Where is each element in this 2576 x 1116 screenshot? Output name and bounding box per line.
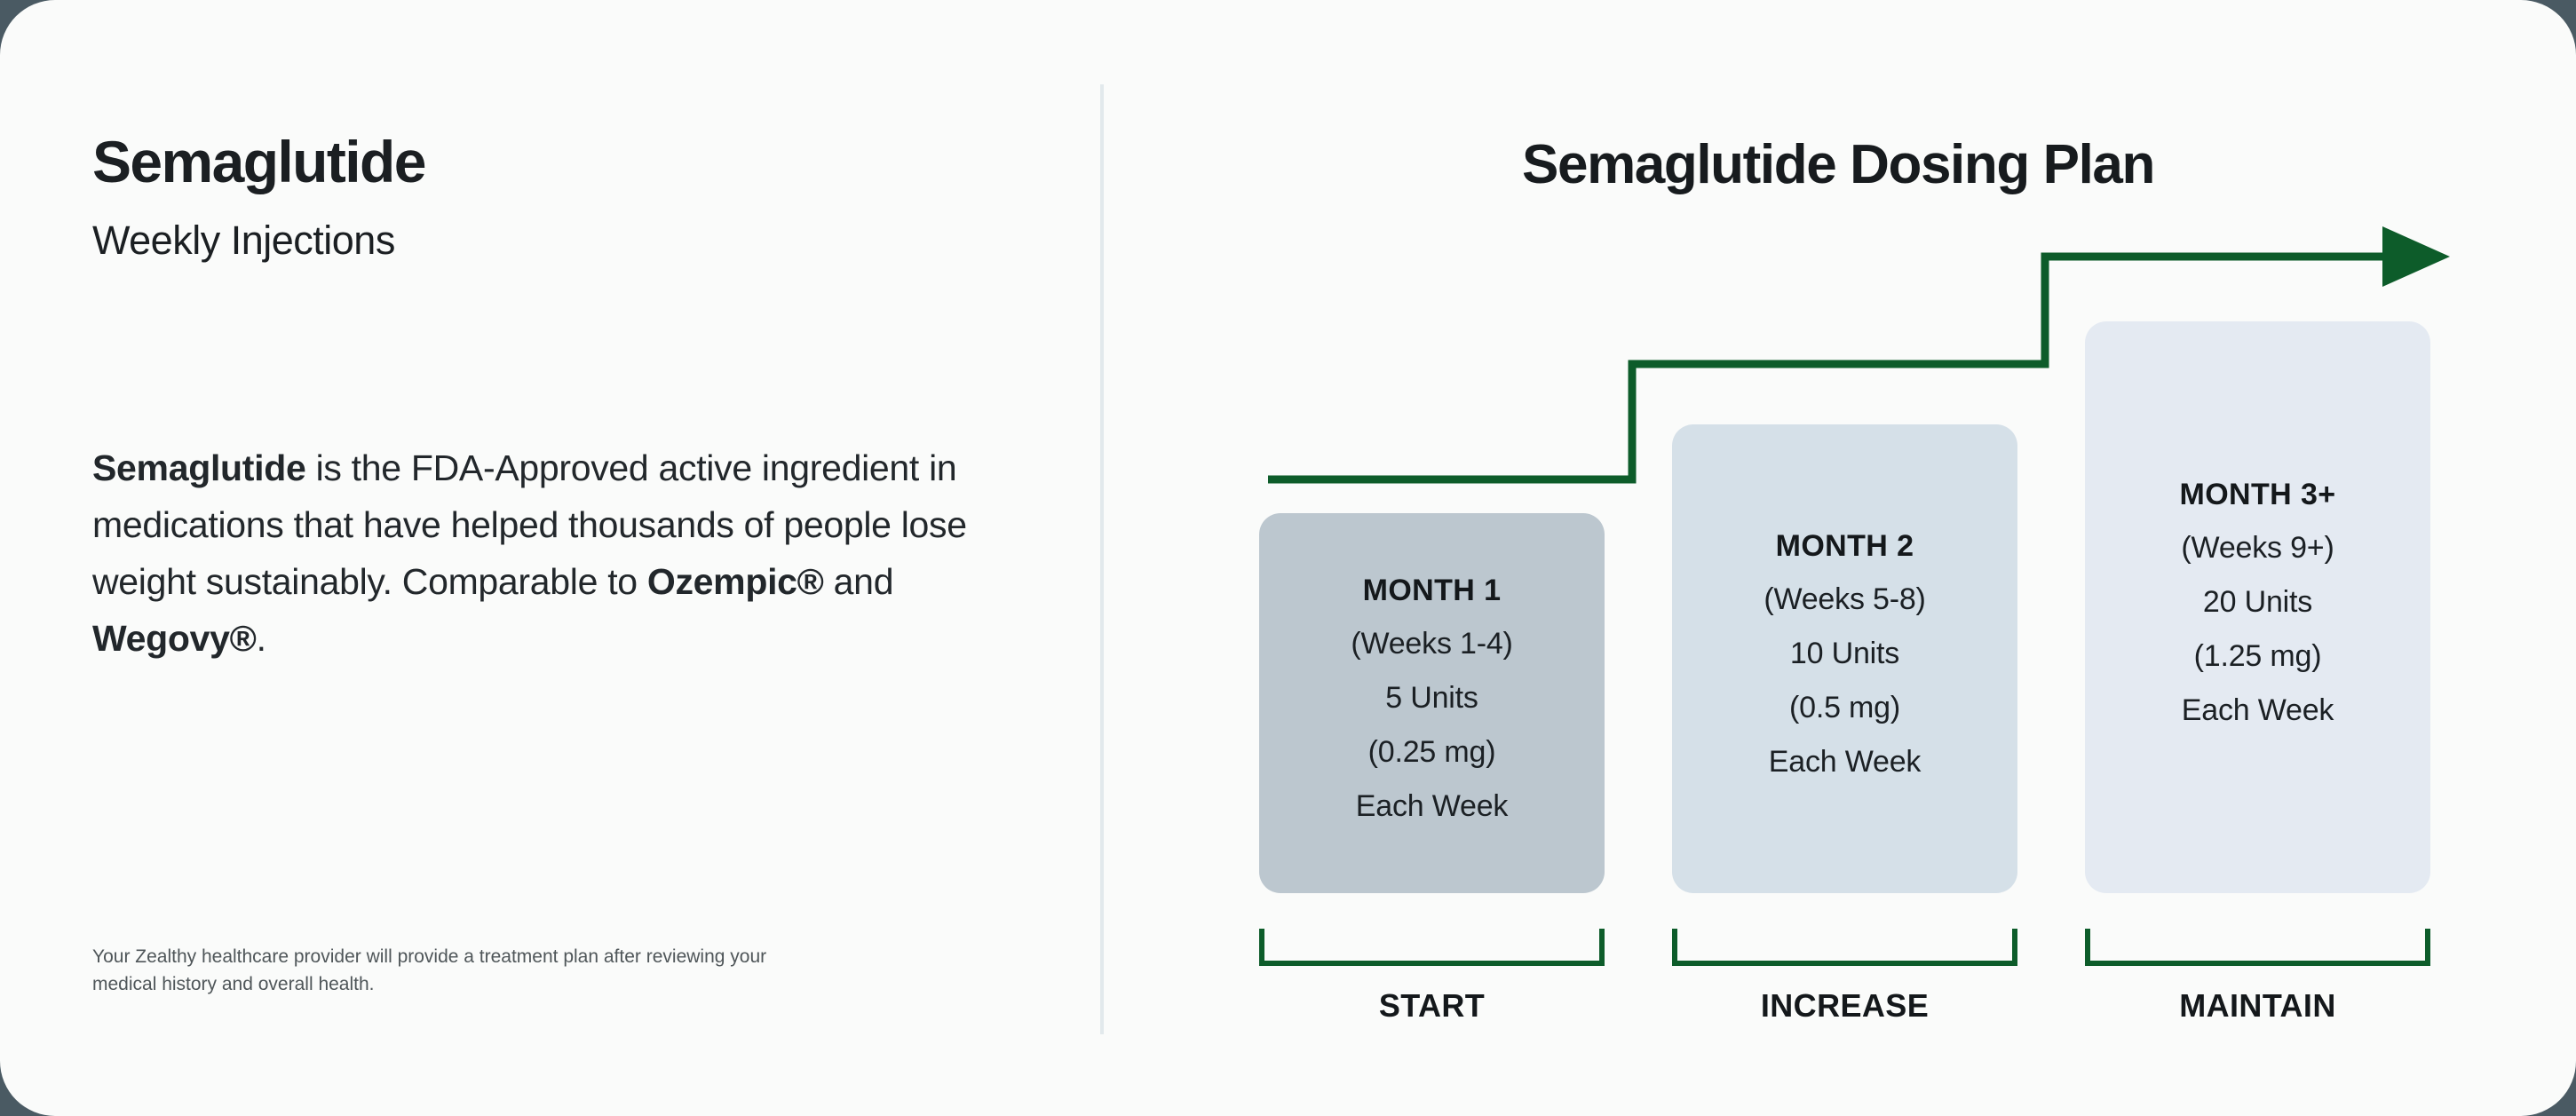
dose-card-mg: (0.25 mg)	[1367, 734, 1496, 769]
body-copy: Semaglutide is the FDA-Approved active i…	[92, 439, 989, 667]
panel-divider	[1100, 84, 1104, 1034]
footnote-disclaimer: Your Zealthy healthcare provider will pr…	[92, 946, 767, 994]
dose-card-units: 20 Units	[2202, 584, 2313, 619]
chart-title: Semaglutide Dosing Plan	[1522, 134, 2155, 195]
dose-card-frequency: Each Week	[1768, 744, 1922, 779]
phase-bracket-maintain	[2085, 929, 2430, 966]
dose-card-frequency: Each Week	[1355, 788, 1509, 823]
right-panel: Semaglutide Dosing Plan MONTH 1 (Weeks 1…	[1100, 0, 2576, 1116]
dose-card-units: 10 Units	[1789, 636, 1900, 670]
brand-subtitle: Weekly Injections	[92, 218, 395, 263]
phase-label-increase: INCREASE	[1760, 987, 1930, 1024]
brand-ozempic: Ozempic®	[646, 561, 824, 602]
dose-card-weeks: (Weeks 9+)	[2181, 530, 2334, 565]
dose-card-weeks: (Weeks 1-4)	[1351, 626, 1513, 661]
brand-wegovy: Wegovy®	[92, 618, 257, 659]
dose-card-month-3-plus[interactable]: MONTH 3+ (Weeks 9+) 20 Units (1.25 mg) E…	[2085, 321, 2430, 893]
dose-card-title: MONTH 3+	[2179, 477, 2336, 511]
body-text-3: .	[256, 618, 266, 659]
body-lead-bold: Semaglutide	[92, 447, 306, 488]
dose-card-units: 5 Units	[1385, 680, 1478, 715]
brand-title: Semaglutide	[92, 129, 426, 194]
phase-label-maintain: MAINTAIN	[2179, 987, 2336, 1024]
phase-label-start: START	[1378, 987, 1486, 1024]
dose-card-mg: (1.25 mg)	[2193, 638, 2322, 673]
phase-bracket-increase	[1672, 929, 2017, 966]
dose-card-mg: (0.5 mg)	[1789, 690, 1900, 724]
dose-card-weeks: (Weeks 5-8)	[1764, 582, 1926, 616]
dose-card-title: MONTH 2	[1775, 528, 1914, 563]
dose-card-month-2[interactable]: MONTH 2 (Weeks 5-8) 10 Units (0.5 mg) Ea…	[1672, 424, 2017, 893]
dose-card-title: MONTH 1	[1362, 573, 1502, 607]
phase-bracket-start	[1259, 929, 1605, 966]
body-text-2: and	[823, 561, 894, 602]
left-panel: Semaglutide Weekly Injections Semaglutid…	[0, 0, 1100, 1116]
dose-card-frequency: Each Week	[2181, 693, 2334, 727]
body-text-1: is the FDA-Approved active ingredient in…	[92, 447, 967, 602]
dose-card-month-1[interactable]: MONTH 1 (Weeks 1-4) 5 Units (0.25 mg) Ea…	[1259, 513, 1605, 893]
